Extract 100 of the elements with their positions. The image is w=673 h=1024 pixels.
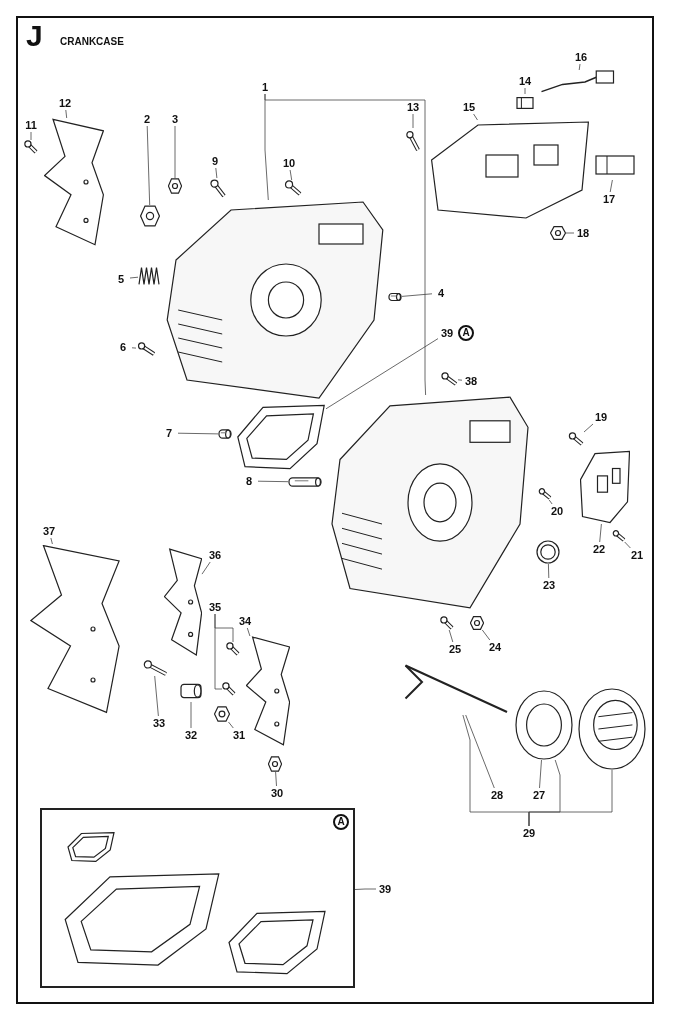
callout-number: 36 bbox=[206, 548, 224, 562]
callout-number: 28 bbox=[488, 788, 506, 802]
callout-number: 22 bbox=[590, 542, 608, 556]
screw-drawing bbox=[612, 530, 626, 542]
callout-number: 13 bbox=[404, 100, 422, 114]
nut-drawing bbox=[168, 178, 182, 194]
callout-number: 23 bbox=[540, 578, 558, 592]
screw-drawing bbox=[210, 178, 226, 198]
leader-line bbox=[548, 499, 553, 505]
callout-number: 16 bbox=[572, 50, 590, 64]
callout-number: 24 bbox=[486, 640, 504, 654]
leader-line bbox=[190, 701, 192, 729]
screw-drawing bbox=[440, 616, 454, 630]
leader-line bbox=[354, 888, 377, 890]
crankcase-half-drawing bbox=[165, 200, 385, 400]
leader-line bbox=[214, 613, 223, 690]
leader-line bbox=[465, 714, 495, 789]
leader-line bbox=[578, 63, 581, 71]
cover-drawing bbox=[430, 120, 590, 220]
leader-line bbox=[154, 675, 159, 717]
screw-drawing bbox=[24, 140, 38, 154]
callout-number: 8 bbox=[240, 474, 258, 488]
leader-line bbox=[528, 769, 613, 827]
leader-line bbox=[524, 87, 526, 95]
gasket-drawing bbox=[227, 910, 327, 975]
wire-drawing bbox=[540, 70, 615, 94]
seal-ring-drawing bbox=[515, 690, 573, 760]
plate-drawing bbox=[30, 544, 120, 714]
title: CRANKCASE bbox=[60, 36, 124, 48]
nut-drawing bbox=[550, 226, 566, 240]
callout-number: 39 bbox=[376, 882, 394, 896]
leader-line bbox=[246, 627, 251, 637]
callout-number: 3 bbox=[166, 112, 184, 126]
leader-line bbox=[624, 541, 631, 549]
plate-drawing bbox=[44, 118, 104, 246]
leader-line bbox=[275, 771, 277, 787]
callout-number: 38 bbox=[462, 374, 480, 388]
leader-line bbox=[609, 179, 613, 193]
leader-line bbox=[412, 113, 414, 129]
callout-number: 25 bbox=[446, 642, 464, 656]
leader-line bbox=[129, 276, 139, 279]
callout-number: 35 bbox=[206, 600, 224, 614]
bracket-drawing bbox=[516, 94, 534, 112]
pin-drawing bbox=[388, 292, 402, 302]
screw-drawing bbox=[222, 682, 236, 696]
pin-drawing bbox=[218, 428, 232, 440]
gasket-drawing bbox=[236, 404, 326, 470]
nut-drawing bbox=[214, 706, 230, 722]
gasket-drawing bbox=[67, 832, 115, 862]
screw-drawing bbox=[440, 372, 458, 386]
leader-line bbox=[174, 125, 176, 179]
leader-line bbox=[257, 480, 289, 483]
leader-line bbox=[473, 113, 478, 121]
callout-number: 34 bbox=[236, 614, 254, 628]
leader-line bbox=[539, 759, 542, 789]
leader-line bbox=[228, 721, 234, 729]
callout-number: 5 bbox=[112, 272, 130, 286]
section-letter: J bbox=[26, 20, 43, 52]
callout-number: 11 bbox=[22, 118, 40, 132]
screw-drawing bbox=[406, 128, 420, 152]
leader-line bbox=[583, 423, 594, 433]
callout-number: 20 bbox=[548, 504, 566, 518]
callout-number: 2 bbox=[138, 112, 156, 126]
leader-line bbox=[565, 232, 575, 234]
leader-line bbox=[448, 629, 454, 643]
leader-line bbox=[177, 432, 219, 435]
callout-number: 37 bbox=[40, 524, 58, 538]
leader-line bbox=[146, 125, 151, 206]
callout-number: 7 bbox=[160, 426, 178, 440]
plate-drawing bbox=[246, 636, 290, 746]
circled-letter: A bbox=[458, 325, 474, 341]
leader-line bbox=[457, 379, 463, 381]
leader-line bbox=[264, 93, 426, 396]
callout-number: 12 bbox=[56, 96, 74, 110]
callout-number: 18 bbox=[574, 226, 592, 240]
leader-line bbox=[30, 131, 32, 141]
callout-number: 21 bbox=[628, 548, 646, 562]
leader-line bbox=[50, 537, 53, 545]
nut-drawing bbox=[268, 756, 282, 772]
leader-line bbox=[401, 293, 433, 297]
inset-frame bbox=[40, 808, 355, 988]
leader-line bbox=[201, 561, 211, 575]
nut-drawing bbox=[470, 616, 484, 630]
crankcase-half-drawing bbox=[330, 395, 530, 610]
screw-drawing bbox=[226, 642, 240, 656]
leader-line bbox=[289, 169, 293, 181]
nut-drawing bbox=[140, 205, 160, 227]
screw-drawing bbox=[538, 488, 552, 500]
screw-drawing bbox=[284, 180, 302, 196]
callout-number: 33 bbox=[150, 716, 168, 730]
callout-number: 27 bbox=[530, 788, 548, 802]
callout-number: 29 bbox=[520, 826, 538, 840]
callout-number: 19 bbox=[592, 410, 610, 424]
callout-number: 10 bbox=[280, 156, 298, 170]
leader-line bbox=[599, 523, 602, 543]
leader-line bbox=[131, 347, 137, 349]
pin-drawing bbox=[288, 476, 322, 488]
screw-drawing bbox=[136, 342, 156, 356]
screw-drawing bbox=[568, 432, 584, 446]
cap-drawing bbox=[578, 688, 646, 770]
